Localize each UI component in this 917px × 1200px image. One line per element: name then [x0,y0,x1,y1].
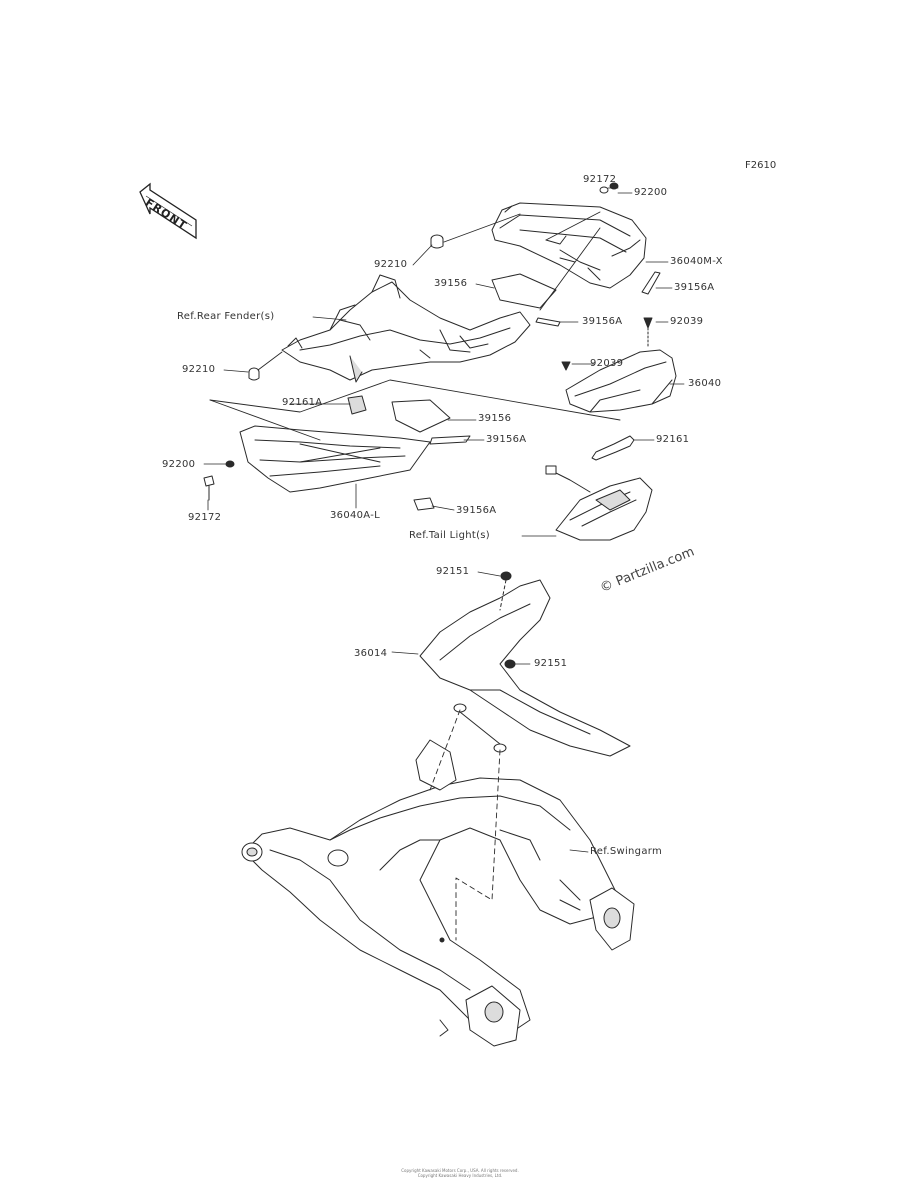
footer-line-1: Copyright Kawasaki Motors Corp., USA. Al… [401,1168,519,1173]
label-92210-upper[interactable]: 92210 [374,259,408,270]
side-cover-36040 [565,349,677,413]
label-39156-upper[interactable]: 39156 [434,278,468,289]
label-36040A-L[interactable]: 36040A-L [330,510,381,521]
label-leaders [203,187,685,853]
bolt-92172-left [203,475,215,501]
label-92210-lower[interactable]: 92210 [182,364,216,375]
footer-line-2: Copyright Kawasaki Heavy Industries, Ltd… [417,1173,503,1178]
front-direction-arrow-icon [139,182,197,240]
label-92161A[interactable]: 92161A [282,397,323,408]
chain-cover-36014 [419,579,631,757]
label-92200-top[interactable]: 92200 [634,187,668,198]
fastener-92200-left [225,460,235,468]
label-92200-left[interactable]: 92200 [162,459,196,470]
label-ref-swingarm[interactable]: Ref.Swingarm [590,846,663,857]
label-92151-right[interactable]: 92151 [534,658,568,669]
bolt-92151-right [504,659,516,669]
swingarm [241,739,635,1047]
stay-92161 [591,435,635,461]
label-92172-left[interactable]: 92172 [188,512,222,523]
label-92039-right[interactable]: 92039 [670,316,704,327]
damper-92161A [347,395,367,415]
tail-light-assembly [545,465,653,541]
label-36040[interactable]: 36040 [688,378,722,389]
label-92039-left[interactable]: 92039 [590,358,624,369]
bushing-92210-lower [248,367,260,381]
bushing-92210-upper [430,234,444,249]
clip-92039-right [643,317,653,347]
label-39156A-lower[interactable]: 39156A [486,434,527,445]
pad-39156-lower [391,399,451,433]
decal-39156A-lower [429,435,471,445]
label-92151-top[interactable]: 92151 [436,566,470,577]
label-39156A-right[interactable]: 39156A [674,282,715,293]
label-36014[interactable]: 36014 [354,648,388,659]
label-92161[interactable]: 92161 [656,434,690,445]
label-92172-top[interactable]: 92172 [583,174,617,185]
clip-92039-left [561,361,571,371]
sheet-id: F2610 [745,160,777,171]
label-ref-rear-fender[interactable]: Ref.Rear Fender(s) [177,311,275,322]
fastener-92200-top [599,182,619,194]
decal-39156A-right [641,271,661,295]
decal-39156A-mid [535,317,561,327]
assembly-guide-lines [209,211,621,941]
decal-39156A-bottom [413,497,435,511]
pad-39156-upper [491,273,557,309]
label-39156A-bottom[interactable]: 39156A [456,505,497,516]
seat-cowl-upper-part [491,202,647,289]
bolt-92151-top [499,571,512,611]
label-39156-lower[interactable]: 39156 [478,413,512,424]
label-ref-tail-light[interactable]: Ref.Tail Light(s) [409,530,491,541]
label-39156A-mid[interactable]: 39156A [582,316,623,327]
side-cover-36040A-L [239,425,431,493]
copyright-footer: Copyright Kawasaki Motors Corp., USA. Al… [300,1168,620,1178]
rear-fender-assembly [281,274,531,383]
label-36040M-X[interactable]: 36040M-X [670,256,723,267]
